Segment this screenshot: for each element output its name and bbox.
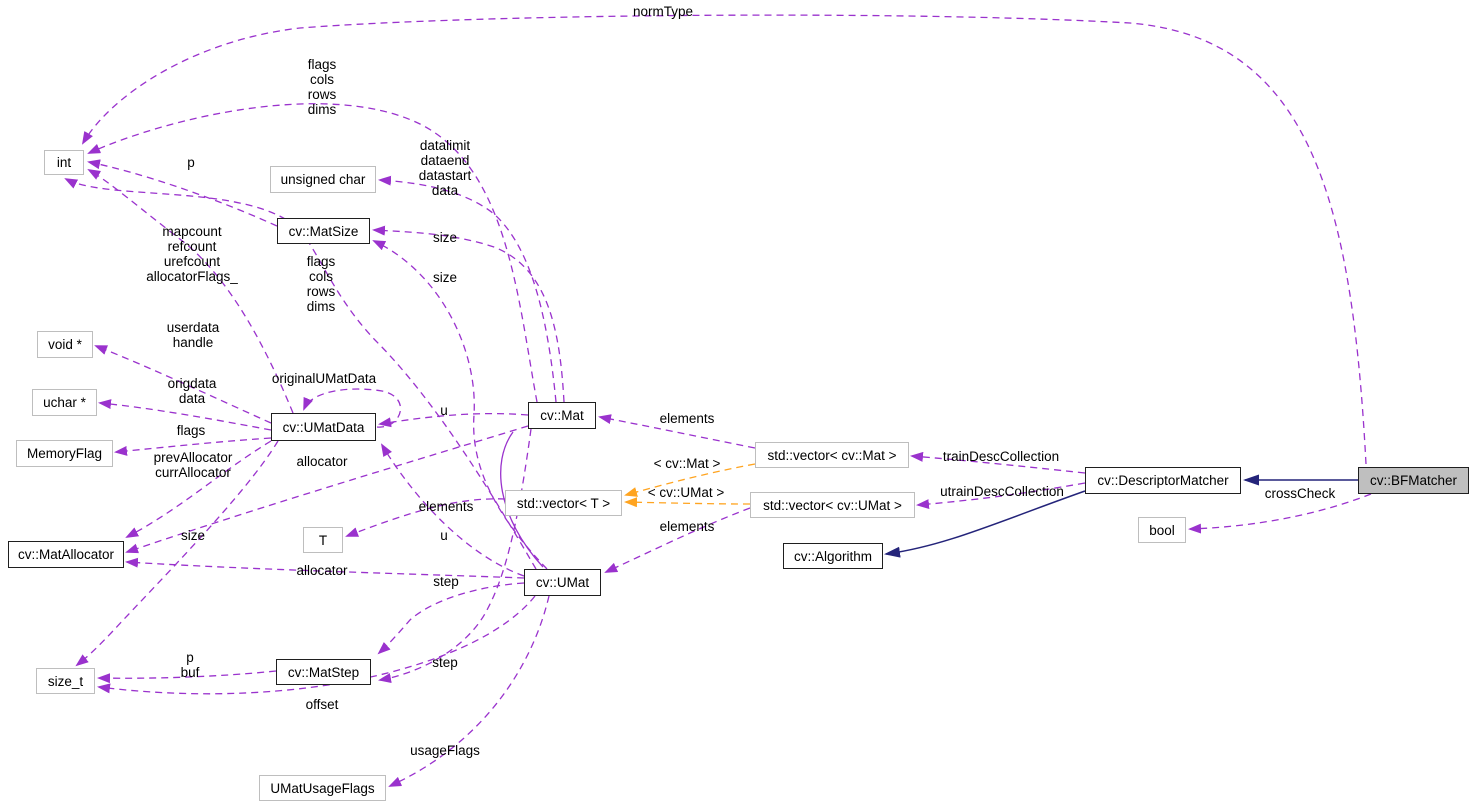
edge-label-usageflags: usageFlags [410,743,480,758]
edge-traindesccollection [910,451,1086,474]
node-memoryflag[interactable]: MemoryFlag [16,440,113,467]
node-t[interactable]: T [303,527,343,553]
edge-matsize-int [87,159,278,227]
node-cv-umat[interactable]: cv::UMat [524,569,601,596]
edge-label-template-mat: < cv::Mat > [653,456,721,471]
edge-template-mat [624,463,756,497]
edge-label-vecmat-elements: elements [659,411,715,426]
edge-label-umat-alloc: allocator [296,563,348,578]
node-int[interactable]: int [44,150,84,175]
node-std-vector-cv-mat[interactable]: std::vector< cv::Mat > [755,442,909,468]
node-cv-algorithm[interactable]: cv::Algorithm [783,543,883,569]
edge-label-mat-alloc: allocator [296,454,348,469]
edge-mat-step [378,428,532,683]
edge-label-umatdata-void: userdata handle [166,320,220,350]
edge-mat-u [378,412,529,428]
edge-utraindesccollection [916,482,1086,510]
edge-umat-int [64,178,537,570]
edge-umatdata-sizet [75,440,279,667]
edge-vecumat-elements [604,507,751,573]
node-unsigned-char[interactable]: unsigned char [270,166,376,193]
edge-normtype [81,14,1367,465]
edge-label-umatdata-int: mapcount refcount urefcount allocatorFla… [146,224,238,284]
node-std-vector-cv-umat[interactable]: std::vector< cv::UMat > [750,492,915,518]
edge-label-normtype: normType [632,4,694,19]
edge-label-traindesccollection: trainDescCollection [942,449,1060,464]
edge-mat-int [87,103,538,403]
edge-label-matstep-sizet: p buf [180,650,200,680]
edge-umatdata-self [303,388,402,428]
node-cv-descriptormatcher[interactable]: cv::DescriptorMatcher [1085,467,1241,494]
edge-vecmat-elements [598,414,756,449]
edge-label-umat-int: flags cols rows dims [306,254,336,314]
edge-label-mat-int: flags cols rows dims [307,57,337,117]
edge-umat-u [380,443,525,577]
edge-label-vecumat-elements: elements [659,519,715,534]
edge-label-umatdata-alloc: prevAllocator currAllocator [153,450,233,480]
edge-label-mat-u: u [440,403,448,418]
edge-mat-uchar [378,175,557,403]
edge-matstep-sizet [97,670,277,684]
edge-label-umat-u: u [440,528,448,543]
edge-mat-size [372,225,565,403]
node-uchar-ptr[interactable]: uchar * [32,389,97,416]
edge-label-crosscheck: crossCheck [1264,486,1336,501]
edge-label-umat-size: size [432,270,458,285]
edge-umat-step [377,582,525,655]
edge-label-umatdata-memflag: flags [176,423,206,438]
edge-label-offset: offset [305,697,339,712]
edge-mat-alloc [125,425,529,554]
edge-label-matsize-int: p [187,155,195,170]
edge-template-umat [624,497,751,508]
edge-label-vect-elements: elements [418,499,474,514]
node-cv-matstep[interactable]: cv::MatStep [276,659,371,685]
edge-label-utraindesccollection: utrainDescCollection [940,484,1064,499]
node-void-ptr[interactable]: void * [37,331,93,358]
edge-label-umatdata-uchar: origdata data [167,376,217,406]
node-cv-bfmatcher[interactable]: cv::BFMatcher [1358,467,1469,494]
edge-label-umat-step: step [433,574,459,589]
edge-umatdata-void [94,345,272,424]
edge-label-mat-uchar: datalimit dataend datastart data [418,138,472,198]
edge-descmatcher-algorithm [884,490,1086,558]
edge-usageflags [388,595,550,787]
node-cv-umatdata[interactable]: cv::UMatData [271,413,376,441]
node-cv-mat[interactable]: cv::Mat [528,402,596,429]
node-bool[interactable]: bool [1138,517,1186,543]
edge-label-mat-size: size [432,230,458,245]
edge-label-umatdata-size: size [180,528,206,543]
edge-offset [97,595,536,695]
node-size-t[interactable]: size_t [36,668,95,694]
edge-umatdata-memflag [114,437,272,456]
edge-umatdata-alloc [125,440,272,538]
edge-label-mat-step: step [432,655,458,670]
edge-label-template-umat: < cv::UMat > [647,485,725,500]
node-std-vector-t[interactable]: std::vector< T > [505,490,622,516]
node-cv-matallocator[interactable]: cv::MatAllocator [8,541,124,568]
edge-umat-size [372,240,548,570]
edge-umatdata-uchar [98,399,272,431]
node-cv-matsize[interactable]: cv::MatSize [277,218,370,244]
edge-vect-elements [345,498,506,537]
edge-label-originalumatdata: originalUMatData [271,371,377,386]
node-umatusageflags[interactable]: UMatUsageFlags [259,775,386,801]
edge-arc [500,431,544,568]
edge-umatdata-int [87,169,294,414]
